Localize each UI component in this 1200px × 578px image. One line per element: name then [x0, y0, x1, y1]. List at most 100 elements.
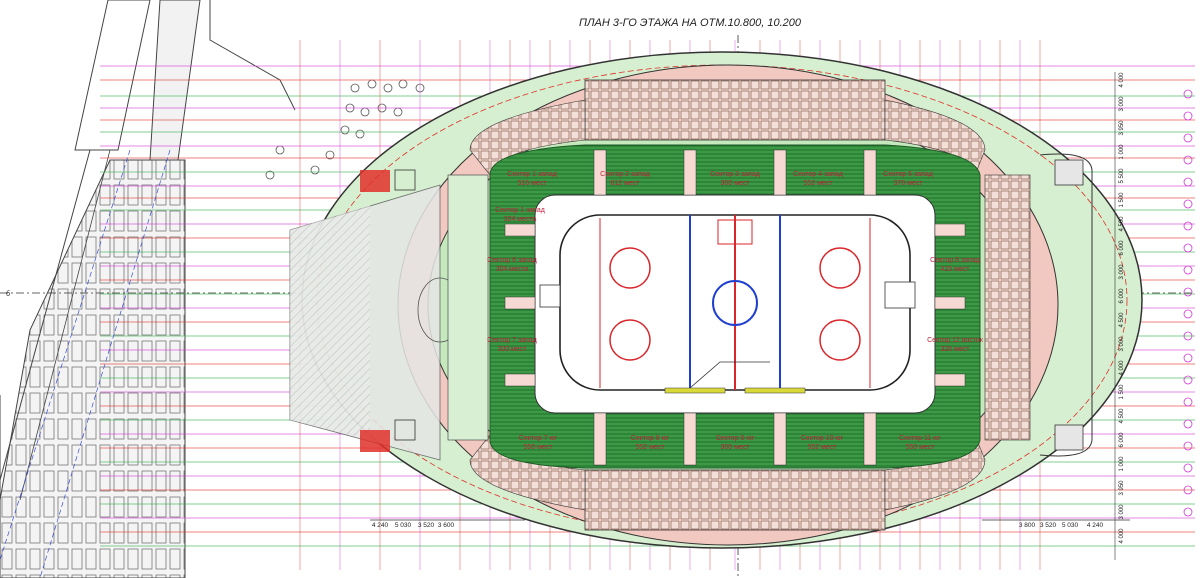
tree-marker	[355, 129, 365, 139]
dim-right-label: 3 000	[1119, 336, 1125, 352]
sector-14-name: Сектор 1 запад	[495, 207, 545, 214]
dim-br-4: 4 240	[1087, 522, 1104, 529]
grid-bubble	[1183, 111, 1193, 121]
dim-right-label: 4 500	[1119, 312, 1125, 328]
ice-rink	[539, 214, 916, 394]
sector-3-seats: 300 мест	[720, 180, 750, 187]
sector-9-seats: 550 мест	[523, 444, 553, 451]
tree-marker	[360, 107, 370, 117]
grid-bubble	[1183, 265, 1193, 275]
dim-br-1: 3 800	[1019, 522, 1036, 529]
sector-labels: Сектор 1 запад 516 мест Сектор 2 запад 6…	[487, 171, 984, 451]
sector-4-seats: 552 мест	[803, 180, 833, 187]
tree-marker	[383, 83, 393, 93]
aisle-north	[593, 149, 607, 196]
tree-marker	[398, 79, 408, 89]
sector-6-seats: 304 места	[496, 266, 529, 273]
dim-right-label: 3 950	[1119, 120, 1125, 136]
aisle-south	[773, 412, 787, 466]
aisle-west	[504, 373, 536, 387]
sector-12-seats: 552 мест	[807, 444, 837, 451]
dim-right-label: 3 000	[1119, 96, 1125, 112]
grid-bubble	[1183, 331, 1193, 341]
aisle-east	[934, 296, 966, 310]
aisle-west	[504, 223, 536, 237]
grid-bubble	[1183, 397, 1193, 407]
dim-right-label: 1 000	[1119, 144, 1125, 160]
aisle-south	[683, 412, 697, 466]
sector-10-name: Сектор 8 юг	[631, 435, 670, 442]
grid-bubble	[1183, 463, 1193, 473]
sector-5-seats: 378 мест	[893, 180, 923, 187]
dim-right-label: 3 950	[1119, 480, 1125, 496]
dim-right-label: 3 000	[1119, 264, 1125, 280]
grid-bubble	[1183, 375, 1193, 385]
sector-11-name: Сектор 9 юг	[716, 435, 755, 442]
sector-12-name: Сектор 10 юг	[801, 435, 844, 442]
sector-2-seats: 612 мест	[610, 180, 640, 187]
sector-15-seats: 326 мест	[940, 346, 970, 353]
dim-bl-4: 3 600	[438, 522, 455, 529]
sector-4-name: Сектор 4 запад	[793, 171, 843, 178]
sector-5-name: Сектор 5 запад	[883, 171, 933, 178]
tree-marker	[393, 107, 403, 117]
dim-right-label: 6 000	[1119, 432, 1125, 448]
grid-bubble	[1183, 309, 1193, 319]
aisle-north	[773, 149, 787, 196]
sector-11-seats: 300 мест	[720, 444, 750, 451]
aisle-stairs	[504, 149, 966, 466]
grid-bubble	[1183, 287, 1193, 297]
grid-bubble	[1183, 353, 1193, 363]
sector-7-seats: 300 мест	[497, 346, 527, 353]
sector-10-seats: 552 мест	[635, 444, 665, 451]
dim-right-label: 1 500	[1119, 192, 1125, 208]
dim-right-label: 3 000	[1119, 504, 1125, 520]
aisle-north	[683, 149, 697, 196]
grid-bubble	[1183, 419, 1193, 429]
sector-8-seats: 415 мест	[940, 266, 970, 273]
dim-right-label: 4 000	[1119, 72, 1125, 88]
tree-marker	[310, 165, 320, 175]
plan-title: ПЛАН 3-ГО ЭТАЖА НА ОТМ.10.800, 10.200	[579, 17, 802, 29]
sector-1-name: Сектор 1 запад	[507, 171, 557, 178]
dim-right-label: 1 500	[1119, 384, 1125, 400]
grid-bubble	[1183, 89, 1193, 99]
dimension-lines	[370, 72, 1130, 560]
grid-bubble	[1183, 221, 1193, 231]
aisle-south	[593, 412, 607, 466]
vip-boxes	[447, 79, 1031, 531]
dim-right-label: 4 500	[1119, 216, 1125, 232]
grid-bubble	[1183, 243, 1193, 253]
dim-right-label: 4 000	[1119, 528, 1125, 544]
right-dimensions: 4 000 3 000 3 950 1 000 5 500 1 500 4 500 6 000…	[1119, 72, 1193, 544]
tree-marker	[350, 83, 360, 93]
tree-marker	[265, 170, 275, 180]
aisle-south	[863, 412, 877, 466]
aisle-north	[863, 149, 877, 196]
sector-2-name: Сектор 2 запад	[600, 171, 650, 178]
tree-marker	[340, 125, 350, 135]
sector-3-name: Сектор 3 запад	[710, 171, 760, 178]
sector-6-name: Сектор 6 запад	[487, 257, 537, 264]
dim-bl-2: 5 030	[395, 522, 412, 529]
sector-15-name: Сектор 12 восток	[927, 337, 984, 344]
tree-marker	[275, 145, 285, 155]
grid-bubble	[1183, 177, 1193, 187]
dim-right-label: 1 000	[1119, 456, 1125, 472]
dim-right-label: 6 000	[1119, 288, 1125, 304]
grid-bubble	[1183, 133, 1193, 143]
dim-right-label: 4 500	[1119, 408, 1125, 424]
grid-bubble	[1183, 485, 1193, 495]
dim-right-label: 5 500	[1119, 168, 1125, 184]
grid-bubble	[1183, 155, 1193, 165]
dim-bl-3: 3 520	[418, 522, 435, 529]
stair-cores	[360, 153, 1093, 457]
dim-right-label: 4 000	[1119, 360, 1125, 376]
sector-13-seats: 550 мест	[905, 444, 935, 451]
tree-marker	[325, 150, 335, 160]
parking-area	[0, 0, 296, 578]
sector-9-name: Сектор 7 юг	[519, 435, 558, 442]
dim-br-2: 3 520	[1040, 522, 1057, 529]
